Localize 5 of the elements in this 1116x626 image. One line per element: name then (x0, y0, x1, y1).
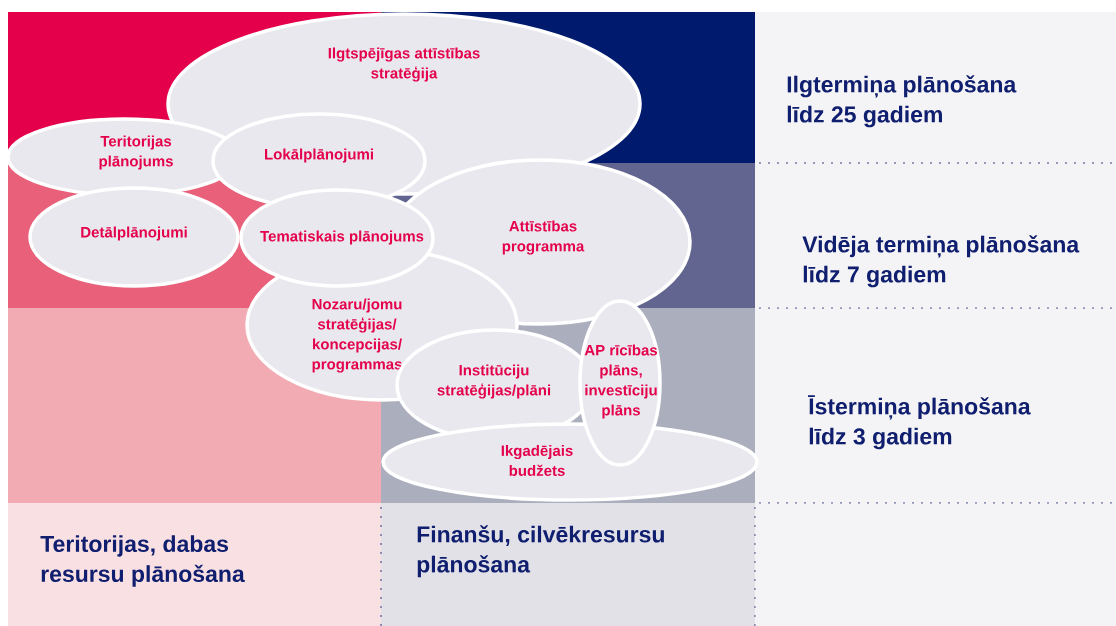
row-label: Ilgtermiņa plānošana līdz 25 gadiem (787, 75, 1017, 128)
row-label: Vidēja termiņa plānošana līdz 7 gadiem (802, 235, 1080, 288)
column-label: Teritorijas, dabas resursu plānošana (40, 535, 245, 587)
row-label: Īstermiņa plānošana līdz 3 gadiem (808, 395, 1031, 450)
column-label: Finanšu, cilvēkresursu plānošana (417, 525, 664, 578)
